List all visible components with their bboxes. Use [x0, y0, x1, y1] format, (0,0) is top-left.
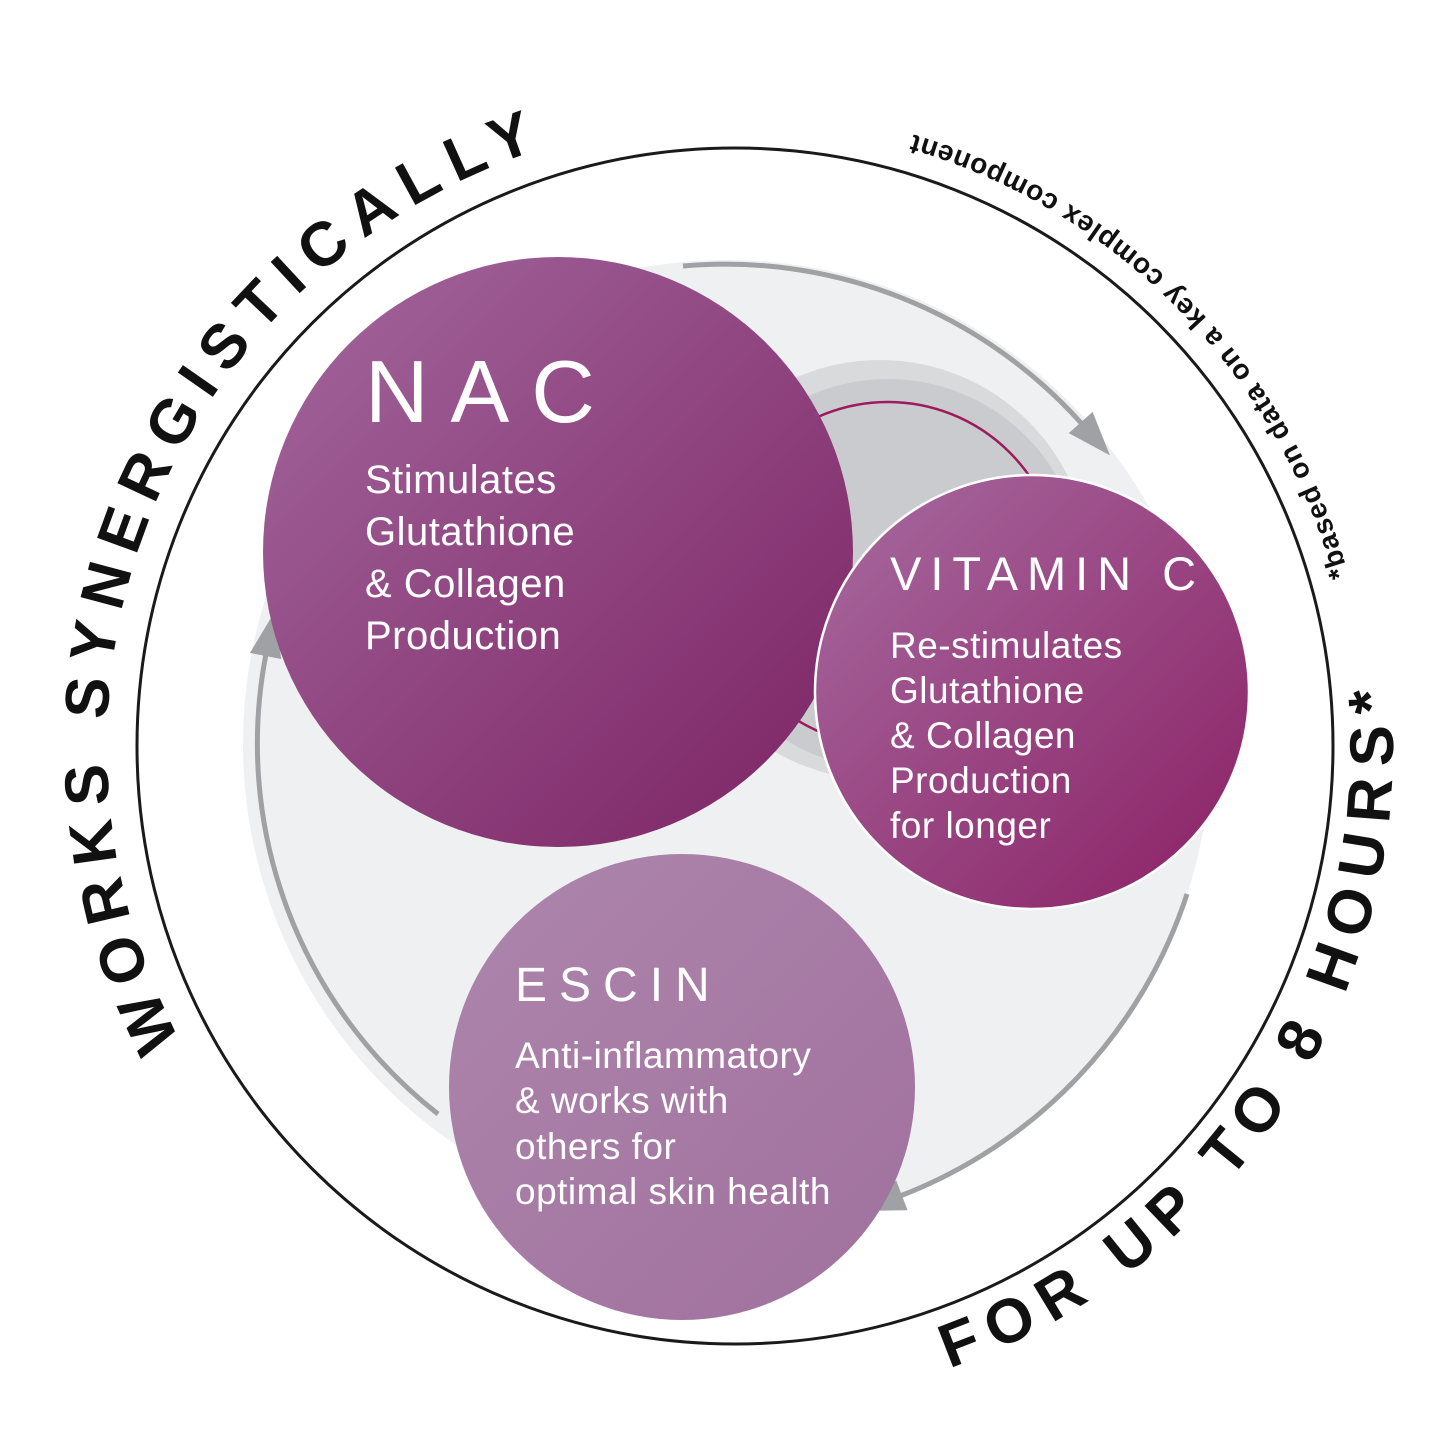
nac-description-line: Production	[365, 614, 561, 658]
nac-description-line: Stimulates	[365, 458, 557, 502]
escin-description-line: Anti-inflammatory	[515, 1035, 811, 1076]
escin-title: ESCIN	[515, 959, 722, 1012]
escin-description-line: & works with	[515, 1080, 729, 1121]
cycle-arrow-top-icon	[682, 261, 1110, 456]
nac-disc	[263, 257, 853, 847]
vitamin-c-description-line: Production	[890, 760, 1072, 801]
vitamin-c-bubble: VITAMIN C Re-stimulates Glutathione & Co…	[813, 473, 1251, 911]
vitamin-c-description-line: Glutathione	[890, 670, 1085, 711]
nac-title: NAC	[365, 342, 617, 441]
escin-description-line: others for	[515, 1126, 676, 1167]
vitamin-c-description-line: for longer	[890, 805, 1051, 846]
cycle-arrow-bottom-icon	[860, 893, 1190, 1212]
vitamin-c-description-line: & Collagen	[890, 715, 1076, 756]
vitamin-c-title: VITAMIN C	[890, 547, 1205, 600]
cycle-arrow-left-icon	[249, 612, 440, 1116]
nac-description-line: Glutathione	[365, 510, 575, 554]
vitamin-c-disc	[813, 473, 1251, 911]
outer-ring	[135, 146, 1335, 1346]
escin-disc	[449, 854, 915, 1320]
escin-bubble: ESCIN Anti-inflammatory & works with oth…	[449, 854, 915, 1320]
escin-description-line: optimal skin health	[515, 1171, 831, 1212]
nac-description-line: & Collagen	[365, 562, 566, 606]
nac-bubble: NAC Stimulates Glutathione & Collagen Pr…	[263, 257, 853, 847]
vitamin-c-description-line: Re-stimulates	[890, 625, 1123, 666]
